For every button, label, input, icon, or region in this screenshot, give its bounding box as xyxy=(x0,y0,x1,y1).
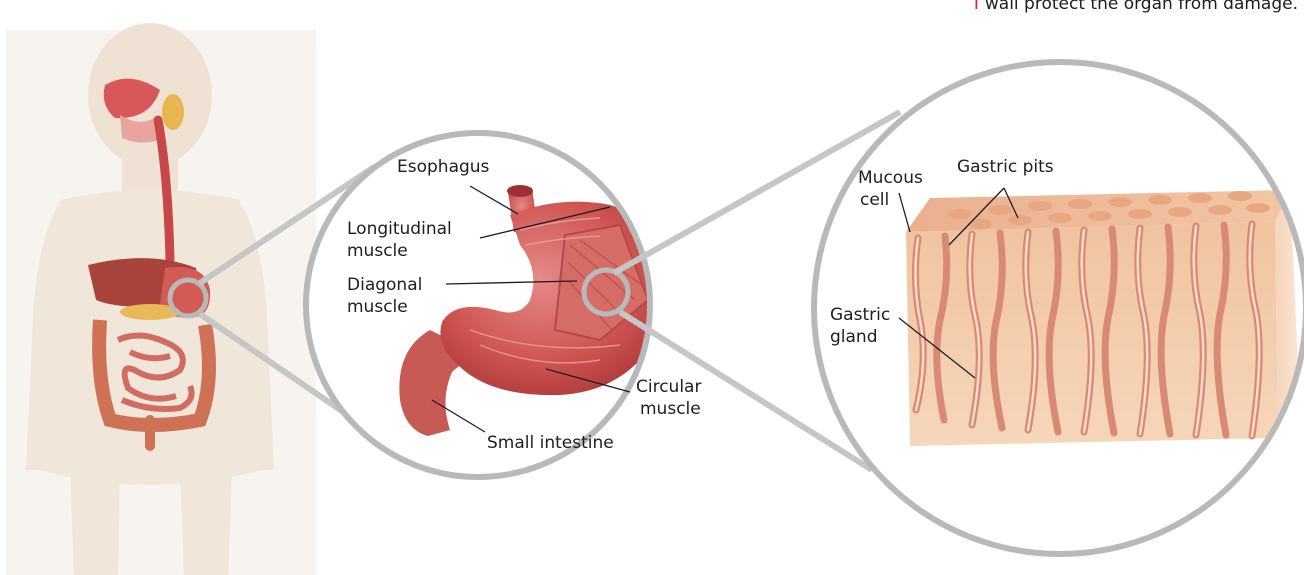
label-diagonal-muscle-line2: muscle xyxy=(347,297,408,318)
label-small-intestine: Small intestine xyxy=(487,433,614,454)
body-panel xyxy=(6,23,316,575)
label-circular-muscle-line2: muscle xyxy=(640,399,701,420)
label-gastric-gland-line2: gland xyxy=(830,327,878,348)
caption-text: wall protect the organ from damage. xyxy=(985,0,1298,14)
label-gastric-gland-line1: Gastric xyxy=(830,305,890,326)
label-diagonal-muscle-line1: Diagonal xyxy=(347,275,422,296)
label-circular-muscle-line1: Circular xyxy=(636,377,701,398)
caption-marker: I xyxy=(974,0,979,14)
label-mucous-cell-line2: cell xyxy=(860,190,889,211)
label-esophagus: Esophagus xyxy=(397,157,489,178)
label-longitudinal-muscle-line1: Longitudinal xyxy=(347,219,452,240)
label-gastric-pits: Gastric pits xyxy=(957,157,1054,178)
label-mucous-cell-line1: Mucous xyxy=(858,168,923,189)
label-longitudinal-muscle-line2: muscle xyxy=(347,241,408,262)
